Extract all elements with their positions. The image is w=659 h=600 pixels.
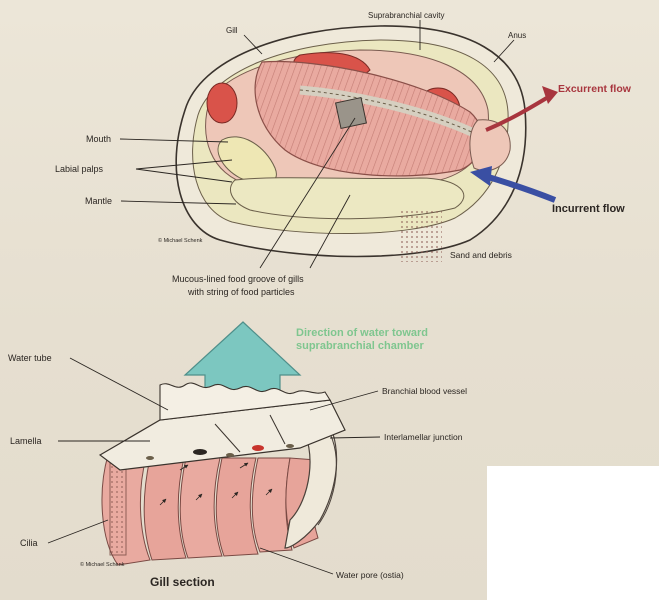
- blood-vessel-red: [252, 445, 264, 451]
- blank-region: [487, 466, 659, 600]
- label-anus: Anus: [508, 31, 526, 40]
- gill-section-box: [334, 96, 368, 130]
- lower-leader-lines: [47, 357, 381, 575]
- foot: [230, 177, 465, 220]
- label-food-groove-1: Mucous-lined food groove of gills: [172, 274, 304, 284]
- label-mantle: Mantle: [85, 196, 112, 206]
- back-lamella: [159, 382, 331, 421]
- label-excurrent-flow: Excurrent flow: [558, 83, 632, 95]
- internal-flow-arrows: [159, 462, 273, 506]
- label-food-groove-2: with string of food particles: [187, 287, 295, 297]
- label-incurrent-flow: Incurrent flow: [552, 203, 625, 215]
- label-water-pore: Water pore (ostia): [336, 570, 404, 580]
- label-gill: Gill: [226, 26, 238, 35]
- organ-left: [206, 82, 238, 124]
- label-water-tube: Water tube: [8, 353, 52, 363]
- upper-leader-lines: [119, 20, 515, 269]
- label-sand-and-debris: Sand and debris: [450, 250, 512, 260]
- label-mouth: Mouth: [86, 134, 111, 144]
- label-direction-2: suprabranchial chamber: [296, 340, 424, 352]
- label-credit-lower: © Michael Schenk: [80, 561, 125, 568]
- label-interlamellar-junction: Interlamellar junction: [384, 432, 463, 442]
- label-direction-1: Direction of water toward: [296, 327, 428, 339]
- label-cilia: Cilia: [20, 538, 38, 548]
- excurrent-arrow: [485, 94, 552, 132]
- label-gill-section-title: Gill section: [150, 575, 215, 589]
- label-credit-upper: © Michael Schenk: [158, 237, 203, 244]
- siphon: [469, 119, 511, 172]
- clam-anatomy-figure: Gill Suprabranchial cavity Anus Excurren…: [55, 11, 632, 297]
- label-suprabranchial-cavity: Suprabranchial cavity: [368, 11, 444, 20]
- label-labial-palps: Labial palps: [55, 164, 104, 174]
- label-lamella: Lamella: [10, 436, 42, 446]
- gill-section-figure: Direction of water toward suprabranchial…: [8, 321, 467, 589]
- sand-debris-speckle: [400, 210, 442, 262]
- label-branchial-blood-vessel: Branchial blood vessel: [382, 386, 467, 396]
- blood-vessel-dark: [193, 449, 207, 455]
